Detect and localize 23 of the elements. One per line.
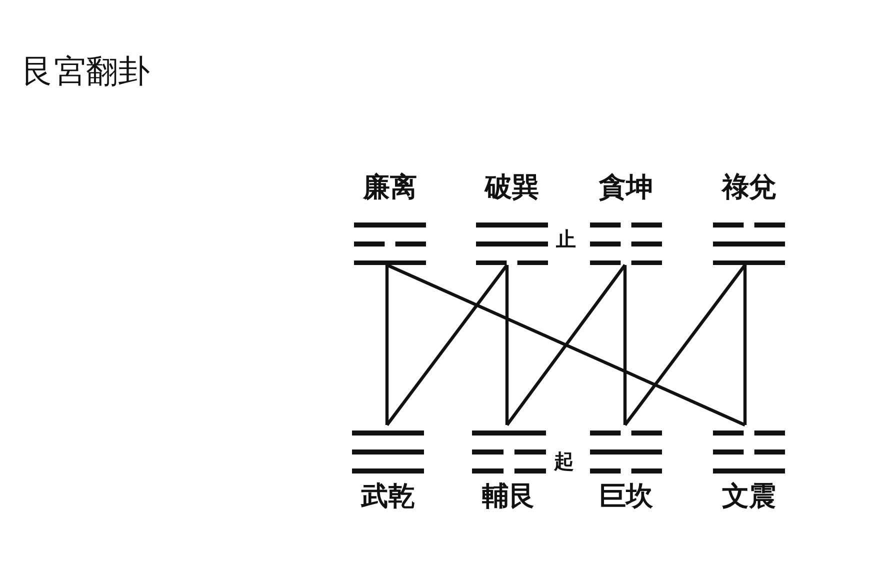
- connector-line: [505, 265, 509, 425]
- trigram-name: 祿兌: [720, 172, 777, 204]
- connector-line: [506, 264, 626, 426]
- connector-line: [743, 265, 747, 425]
- trigram-group: [474, 170, 550, 265]
- title: 艮宮翻卦: [22, 51, 150, 92]
- connector-line: [385, 265, 389, 425]
- connector-line: [623, 265, 627, 425]
- step-mark: 止: [556, 226, 576, 253]
- trigram-name: 廉离: [362, 172, 418, 204]
- trigram-name: 破巽: [483, 172, 540, 204]
- trigram-name: 武乾: [360, 481, 416, 513]
- step-mark: 起: [554, 448, 574, 475]
- connector-line: [386, 264, 746, 426]
- trigram-name: 文震: [721, 481, 777, 513]
- trigram-name: 輔艮: [481, 481, 537, 513]
- trigram-name: 巨坎: [598, 481, 654, 513]
- trigram-group: [711, 170, 787, 265]
- connector-line: [386, 264, 508, 426]
- connector-line: [624, 264, 746, 426]
- trigram-name: 貪坤: [598, 172, 654, 204]
- trigram-group: [352, 170, 428, 265]
- trigram-group: [588, 170, 664, 265]
